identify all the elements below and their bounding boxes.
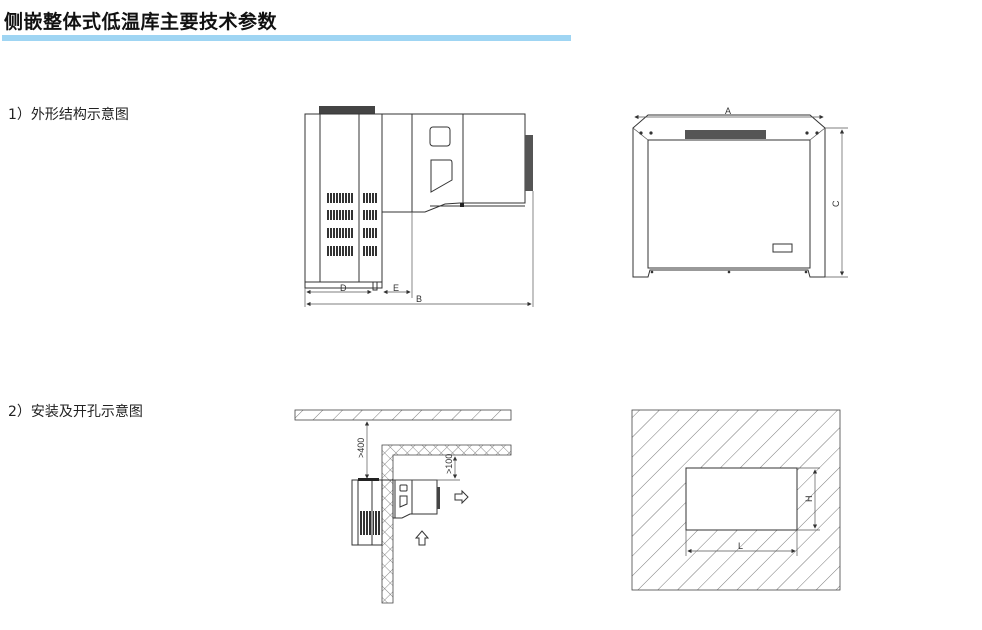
installation-drawing: >400 >100 (294, 409, 512, 604)
dim-h-label: H (804, 496, 814, 503)
dim-d-label: D (340, 283, 347, 293)
dim-l-label: L (738, 541, 743, 551)
top-view-drawing: A C (632, 106, 848, 278)
section-install-label: 2）安装及开孔示意图 (8, 404, 143, 420)
dim-e-label: E (393, 283, 399, 293)
dim-wall-clearance-label: >100 (444, 454, 454, 474)
fan-cap (319, 106, 375, 114)
wall-opening-drawing: H L (631, 409, 841, 591)
vent-grilles (326, 193, 378, 256)
dim-c-label: C (831, 200, 841, 207)
airflow-out-arrow-icon (454, 489, 469, 505)
page-title: 侧嵌整体式低温库主要技术参数 (4, 11, 278, 33)
dim-top-clearance-label: >400 (356, 438, 366, 458)
dim-a-label: A (725, 106, 731, 116)
title-underline (2, 35, 571, 41)
airflow-in-arrow-icon (414, 530, 430, 546)
side-view-drawing: D E B (304, 106, 534, 307)
dim-b-label: B (416, 294, 422, 304)
section-outline-label: 1）外形结构示意图 (8, 107, 129, 123)
